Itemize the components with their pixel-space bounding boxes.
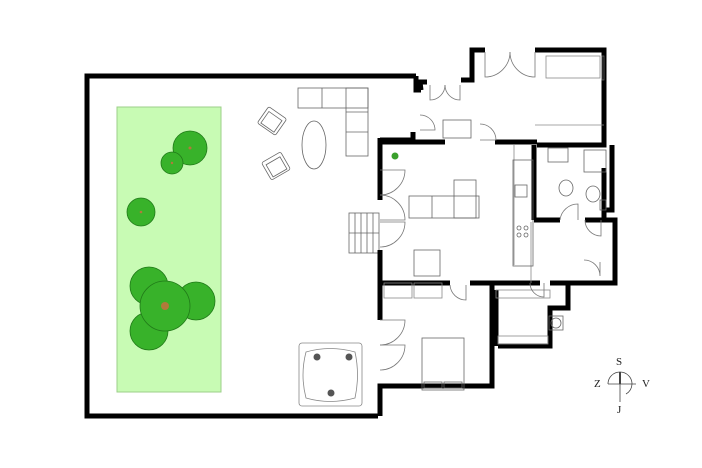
hot-tub: [298, 342, 363, 407]
interior-lines: [383, 55, 604, 345]
compass-west-label: Z: [594, 378, 601, 390]
house-walls: [377, 47, 618, 416]
plant-icon: [391, 152, 399, 160]
trees: [126, 130, 216, 351]
doors: [379, 51, 602, 371]
outdoor-lounge: [257, 87, 369, 180]
compass-south-label: J: [617, 404, 622, 416]
compass-north-label: S: [616, 356, 623, 368]
compass: [607, 371, 636, 402]
interior-furniture: [408, 55, 607, 391]
compass-east-label: V: [642, 378, 650, 390]
stairs: [348, 212, 380, 254]
